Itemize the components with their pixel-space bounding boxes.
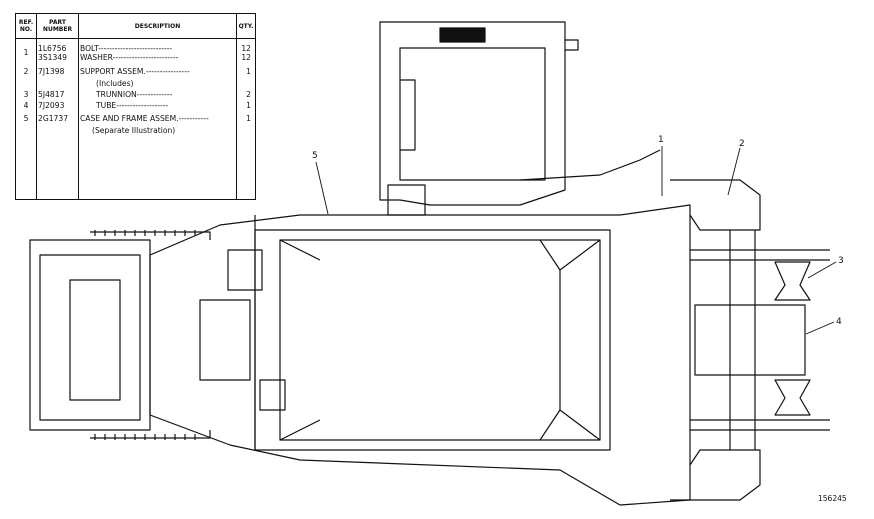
row-ref: 3 <box>23 90 29 99</box>
row-description: TRUNNION------------- <box>96 90 173 99</box>
row-part-number: 3S1349 <box>38 53 67 62</box>
row-part-number: 1L6756 <box>38 44 67 53</box>
row-description: SUPPORT ASSEM.---------------- <box>80 67 190 76</box>
col-divider <box>236 14 237 199</box>
callout-3: 3 <box>838 256 844 266</box>
row-qty: 1 <box>246 67 251 76</box>
row-part-number: 2G1737 <box>38 114 69 123</box>
left-case-assembly <box>29 230 286 440</box>
parts-table: REF. NO. PART NUMBER DESCRIPTION QTY. 1 … <box>15 13 256 200</box>
main-frame <box>149 204 691 506</box>
row-qty: 1 <box>246 114 251 123</box>
row-ref: 2 <box>23 67 29 76</box>
row-part-number: 5J4817 <box>38 90 65 99</box>
row-description: BOLT--------------------------- <box>80 44 173 53</box>
row-description: CASE AND FRAME ASSEM.----------- <box>80 114 209 123</box>
upper-support-tower <box>379 21 661 216</box>
row-ref: 5 <box>23 114 29 123</box>
callout-2: 2 <box>739 139 745 149</box>
row-part-number: 7J2093 <box>38 101 65 110</box>
row-qty: 1 <box>246 101 251 110</box>
row-qty: 12 <box>241 53 251 62</box>
row-description: TUBE------------------- <box>96 101 169 110</box>
right-support-assembly <box>670 179 830 501</box>
table-header <box>16 14 255 39</box>
row-ref: 4 <box>23 101 29 110</box>
header-description: DESCRIPTION <box>134 22 181 30</box>
row-qty: 12 <box>241 44 251 53</box>
figure-id: 156245 <box>818 494 847 503</box>
callout-4: 4 <box>836 317 842 327</box>
col-divider <box>36 14 37 199</box>
callout-5: 5 <box>312 151 318 161</box>
row-qty: 2 <box>246 90 251 99</box>
row-description: (Includes) <box>96 79 134 88</box>
header-qty: QTY. <box>238 22 254 30</box>
row-description: WASHER------------------------ <box>80 53 179 62</box>
row-description: (Separate Illustration) <box>92 126 176 135</box>
row-ref: 1 <box>23 48 29 57</box>
callout-1: 1 <box>658 135 664 145</box>
row-part-number: 7J1398 <box>38 67 65 76</box>
col-divider <box>78 14 79 199</box>
header-part-number: PART NUMBER <box>42 19 73 33</box>
callout-leaders <box>315 146 837 335</box>
header-ref-no: REF. NO. <box>18 19 34 33</box>
